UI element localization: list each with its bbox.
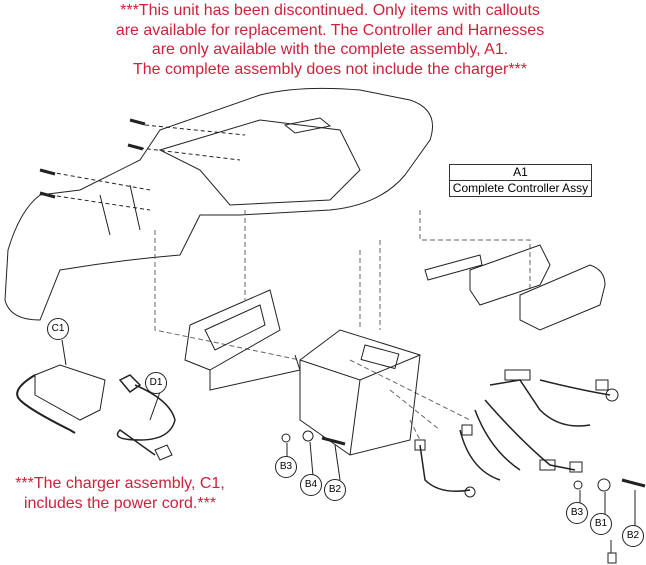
note-line: are available for replacement. The Contr… xyxy=(115,21,545,39)
a1-code: A1 xyxy=(513,165,528,179)
note-line: includes the power cord.*** xyxy=(23,494,217,512)
a1-parts-table: A1 Complete Controller Assy xyxy=(449,164,592,197)
charger-note: ***The charger assembly, C1, includes th… xyxy=(0,474,240,513)
callout-d1: D1 xyxy=(145,372,167,394)
a1-description: Complete Controller Assy xyxy=(450,180,591,196)
note-line: are only available with the complete ass… xyxy=(151,41,509,58)
side-cover xyxy=(469,244,551,306)
callout-c1: C1 xyxy=(47,318,69,340)
callout-b2: B2 xyxy=(324,479,346,501)
controller xyxy=(299,329,421,456)
callout-b4: B4 xyxy=(300,474,322,496)
callout-b2-right: B2 xyxy=(622,525,644,547)
discontinued-note: ***This unit has been discontinued. Only… xyxy=(80,1,580,79)
note-line: The complete assembly does not include t… xyxy=(133,60,527,78)
harness xyxy=(489,379,591,427)
note-line: ***The charger assembly, C1, xyxy=(15,475,225,492)
charger xyxy=(34,364,106,421)
power-cord xyxy=(116,374,176,456)
callout-b3: B3 xyxy=(275,456,297,478)
callout-b3-right: B3 xyxy=(566,502,588,524)
callout-b1: B1 xyxy=(590,513,612,535)
connector-strip xyxy=(424,254,483,281)
note-line: ***This unit has been discontinued. Only… xyxy=(120,2,540,19)
end-cap xyxy=(519,264,606,331)
shroud xyxy=(4,87,433,321)
